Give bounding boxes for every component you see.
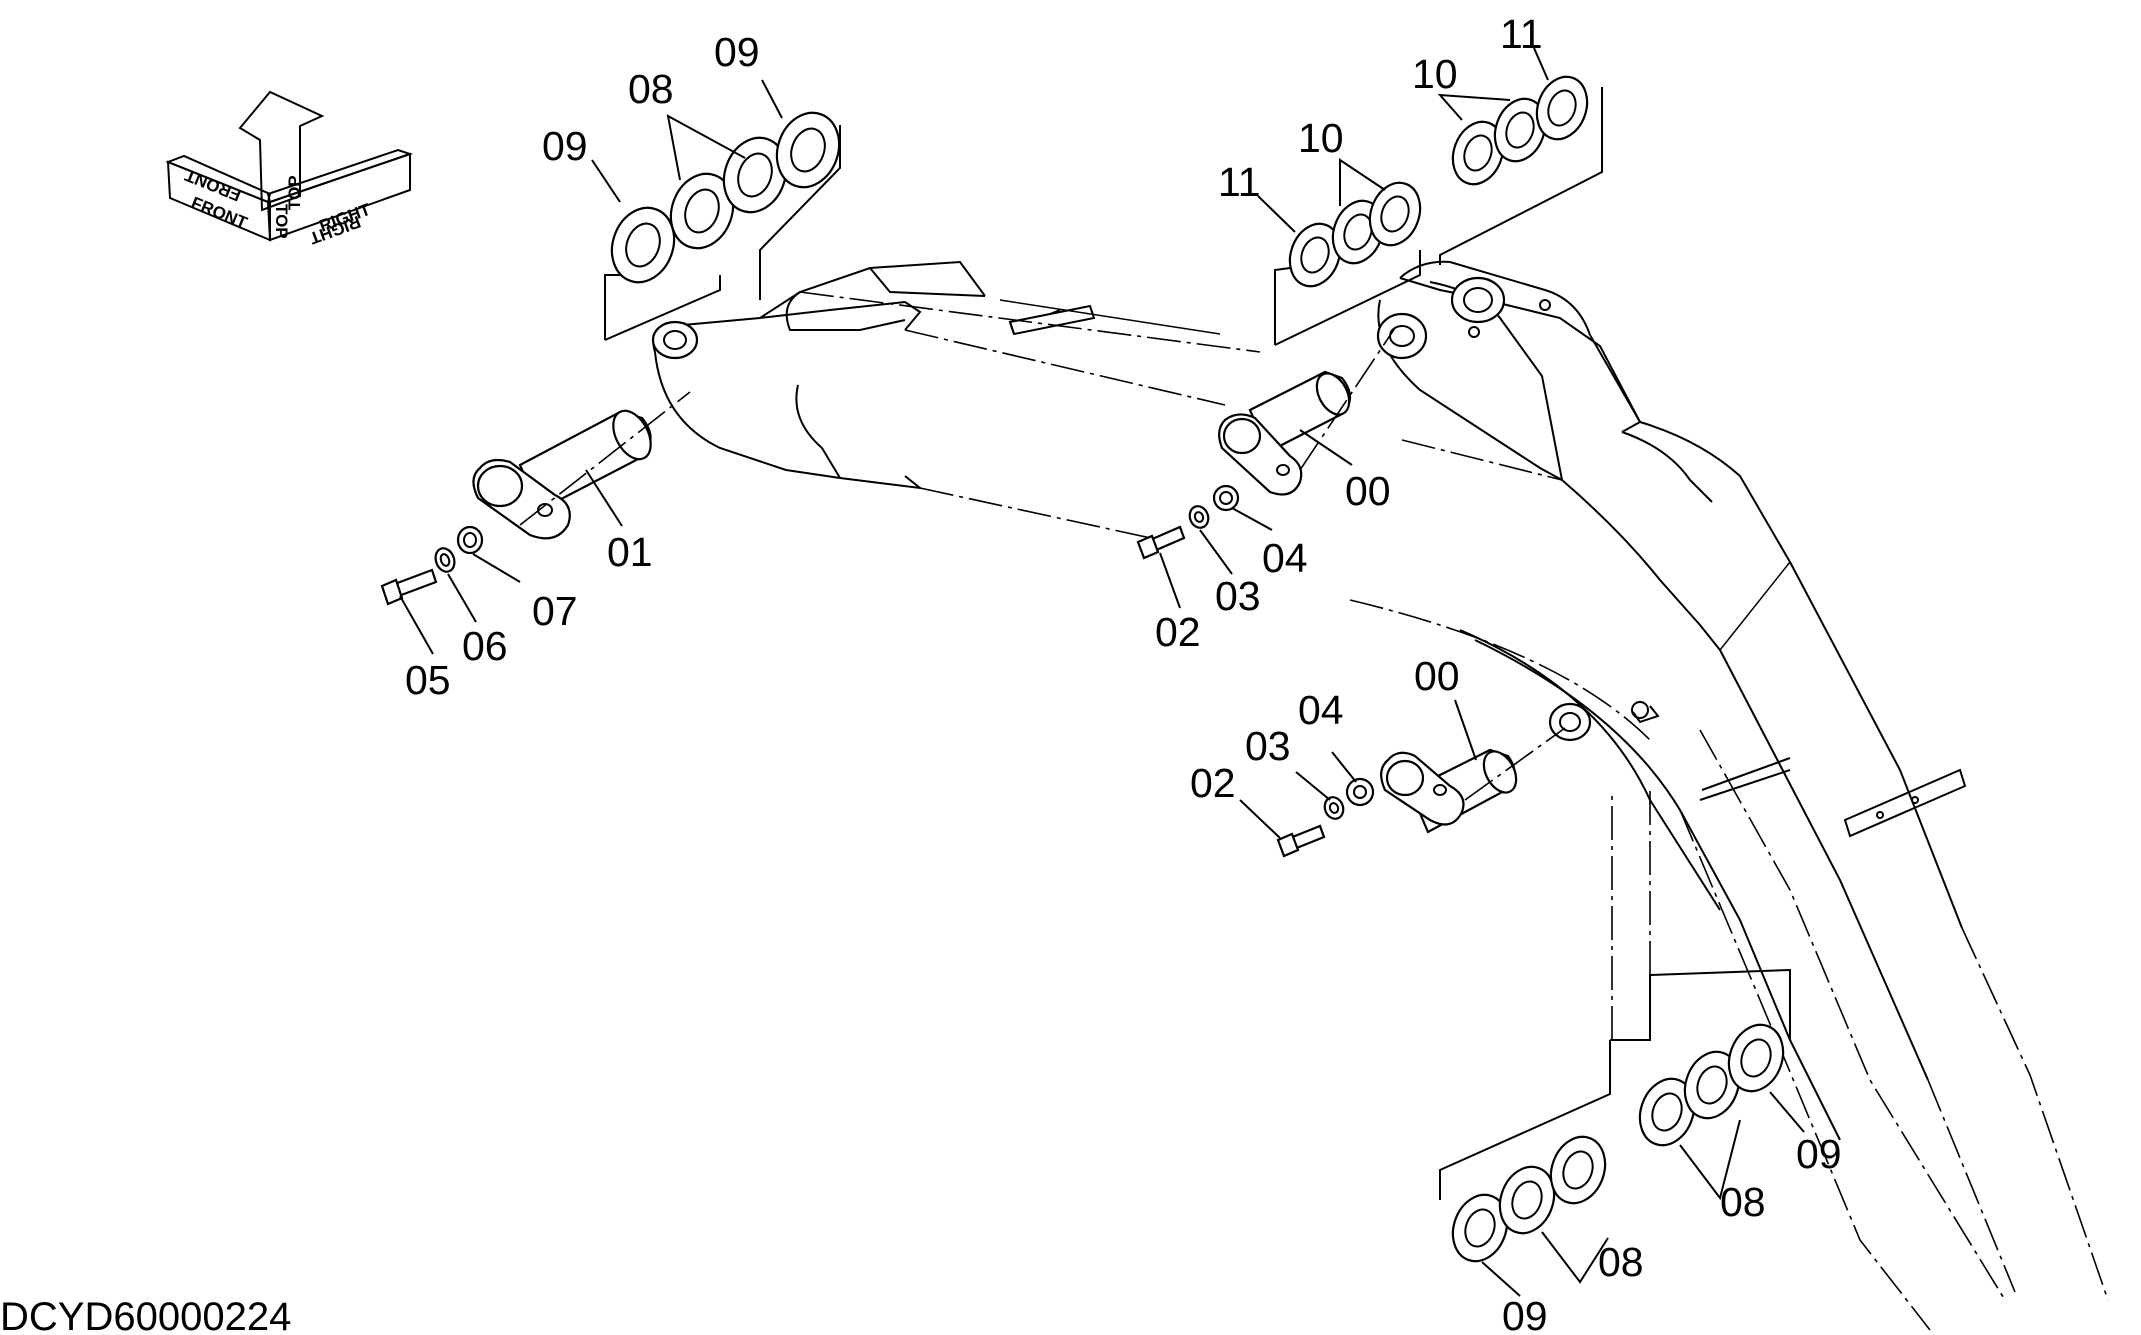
callout-10: 10 (1298, 115, 1344, 161)
washer-09-d (1727, 1023, 1785, 1093)
washer-11-b (1535, 75, 1589, 141)
compass-top-label: TOP (272, 204, 291, 239)
boom-pin-boss-right (1450, 276, 1506, 324)
callout-11: 11 (1500, 11, 1543, 57)
callout-02: 02 (1155, 609, 1201, 655)
compass-front-label-mirror: FRONT (182, 165, 244, 205)
compass-front-label: FRONT (189, 193, 251, 233)
compass-front-face (166, 160, 272, 242)
washer-06 (434, 547, 456, 573)
callout-02: 02 (1190, 760, 1236, 806)
washer-stack-boom-foot (1439, 790, 1791, 1263)
washer-08-a (669, 172, 735, 250)
washer-08-c (1498, 1165, 1556, 1235)
callouts: 09 08 09 01 05 06 07 02 03 04 00 11 10 1… (405, 11, 1842, 1335)
arm-pin-boss (651, 320, 699, 360)
callout-03: 03 (1245, 723, 1291, 769)
callout-04: 04 (1298, 687, 1344, 733)
callout-07: 07 (532, 588, 578, 634)
boom-structure (651, 260, 2109, 1331)
bolt-02-lower (1276, 832, 1300, 858)
pin-00-lower (1380, 727, 1566, 834)
collar-07 (456, 525, 484, 555)
washer-11-a (1288, 222, 1342, 288)
pin-00-upper (1218, 327, 1396, 496)
pin-01 (472, 391, 691, 540)
washer-09-a (610, 206, 676, 284)
callout-01: 01 (607, 529, 653, 575)
compass-top-arrow (238, 90, 325, 212)
washer-08-b (722, 136, 788, 214)
washer-stack-arm-head (604, 111, 841, 341)
callout-09: 09 (542, 123, 588, 169)
callout-08: 08 (1720, 1179, 1766, 1225)
washer-stack-boom-head (1274, 75, 1603, 346)
bolt-02-upper (1136, 534, 1160, 560)
callout-00: 00 (1345, 468, 1391, 514)
callout-05: 05 (405, 657, 451, 703)
washer-08-e (1638, 1077, 1696, 1147)
collar-04-lower (1345, 777, 1375, 807)
callout-04: 04 (1262, 535, 1308, 581)
washer-08-d (1549, 1135, 1607, 1205)
callout-06: 06 (462, 623, 508, 669)
washer-10-c (1451, 120, 1505, 186)
drawing-code: DCYD60000224 (0, 1295, 291, 1335)
washer-09-b (775, 111, 841, 189)
callout-09: 09 (714, 29, 760, 75)
callout-03: 03 (1215, 573, 1261, 619)
washer-03-upper (1188, 505, 1210, 529)
washer-03-lower (1323, 796, 1345, 820)
boom-pin-boss-left (1376, 312, 1428, 360)
orientation-compass: FRONT FRONT TOP TOP RIGHT RIGHT (165, 90, 414, 248)
callout-09: 09 (1796, 1131, 1842, 1177)
washer-10-d (1493, 97, 1547, 163)
callout-10: 10 (1412, 51, 1458, 97)
washer-09-c (1451, 1193, 1509, 1263)
callout-09: 09 (1502, 1293, 1548, 1335)
washer-10-b (1368, 181, 1422, 247)
callout-08: 08 (628, 66, 674, 112)
callout-00: 00 (1414, 653, 1460, 699)
collar-04-upper (1212, 484, 1240, 512)
leader-lines (399, 47, 1805, 1297)
washer-08-f (1683, 1050, 1741, 1120)
fasteners (380, 484, 1375, 858)
callout-11: 11 (1218, 159, 1261, 205)
compass-top-label-mirror: TOP (285, 175, 304, 210)
callout-08: 08 (1598, 1239, 1644, 1285)
